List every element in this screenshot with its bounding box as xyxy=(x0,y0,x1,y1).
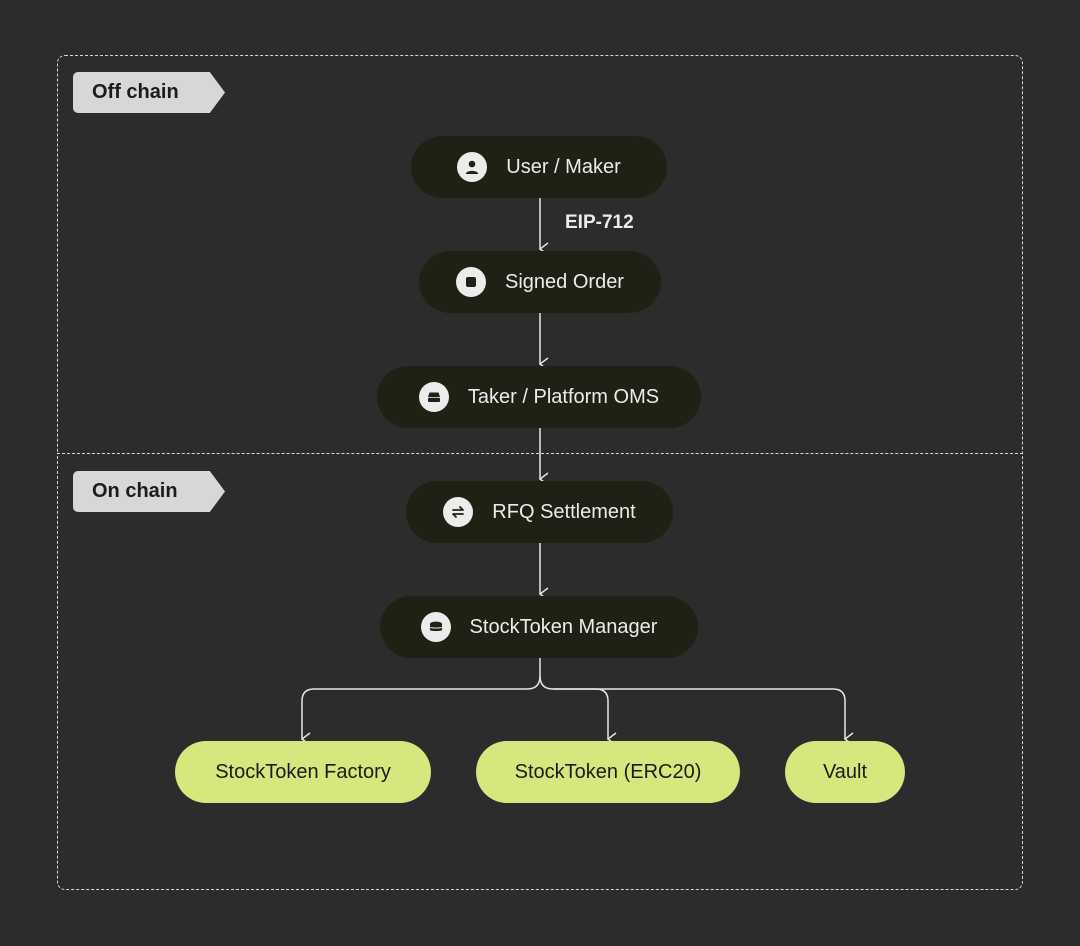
user-icon xyxy=(457,152,488,182)
edge-manager-factory xyxy=(302,658,541,739)
eip-712-label: EIP-712 xyxy=(565,212,634,233)
server-icon xyxy=(418,382,449,412)
stocktoken-manager-label: StockToken Manager xyxy=(469,615,658,638)
stocktoken-factory-node: StockToken Factory xyxy=(175,741,431,803)
rfq-settlement-label: RFQ Settlement xyxy=(492,500,636,523)
off-chain-tag: Off chain xyxy=(73,72,225,113)
user-maker-label: User / Maker xyxy=(506,155,621,178)
stocktoken-erc20-node: StockToken (ERC20) xyxy=(476,741,740,803)
signed-order-label: Signed Order xyxy=(505,270,624,293)
vault-node: Vault xyxy=(785,741,905,803)
edge-manager-erc20 xyxy=(539,675,608,739)
swap-icon xyxy=(443,497,474,527)
on-chain-tag: On chain xyxy=(73,471,225,512)
taker-platform-oms-label: Taker / Platform OMS xyxy=(467,385,660,408)
stocktoken-erc20-label: StockToken (ERC20) xyxy=(514,760,702,783)
user-maker-node: User / Maker xyxy=(411,136,667,198)
off-chain-region xyxy=(57,55,1023,454)
signed-order-node: Signed Order xyxy=(419,251,661,313)
document-icon xyxy=(456,267,487,297)
edge-manager-vault xyxy=(553,688,845,739)
stocktoken-manager-node: StockToken Manager xyxy=(380,596,698,658)
rfq-settlement-node: RFQ Settlement xyxy=(406,481,673,543)
database-icon xyxy=(420,612,451,642)
vault-label: Vault xyxy=(822,760,868,783)
taker-platform-oms-node: Taker / Platform OMS xyxy=(377,366,701,428)
stocktoken-factory-label: StockToken Factory xyxy=(215,760,391,783)
